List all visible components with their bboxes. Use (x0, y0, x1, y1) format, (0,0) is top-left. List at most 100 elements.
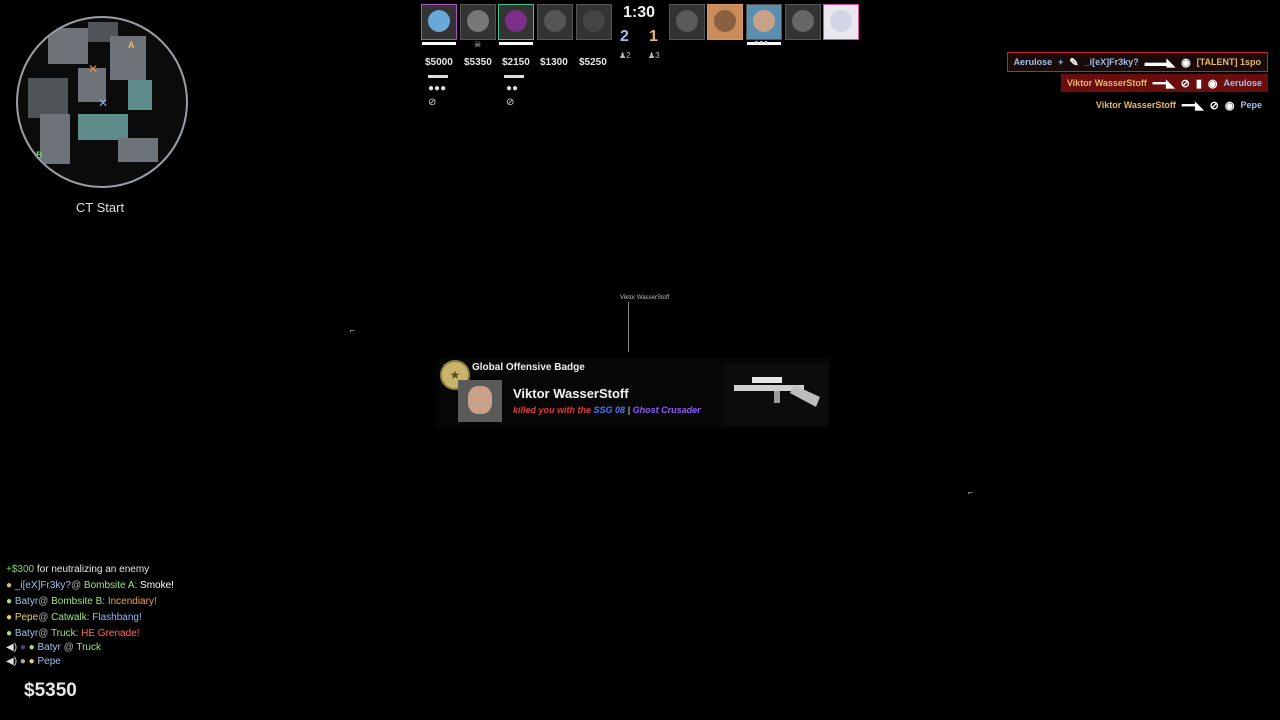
voice-player: Batyr (37, 642, 61, 653)
speaker-icon: ◀) (6, 656, 18, 667)
chat-line-3: ● Batyr@ Bombsite B: Incendiary! (6, 596, 157, 607)
player-money: $5350 (24, 680, 77, 701)
chat-message: Smoke! (140, 580, 174, 591)
killfeed-victim: Pepe (1240, 100, 1262, 110)
ct-3-defuser-icon: ⊘ (506, 97, 515, 108)
killfeed-killer: Viktor WasserStoff (1066, 78, 1147, 88)
ct-money-2: $5350 (464, 57, 492, 68)
t-player-card-3 (746, 4, 782, 45)
radio-dot-icon: ● (6, 580, 13, 591)
dropped-weapon-icon: ⌐ (350, 326, 355, 335)
t-player-card-1 (669, 4, 705, 40)
sniper-rifle-icon: ━━◣ (1181, 99, 1204, 112)
radar-player-marker: ✕ (88, 62, 99, 76)
voice-at: @ (63, 642, 74, 653)
chat-line-2: ● _i[eX]Fr3ky?@ Bombsite A: Smoke! (6, 580, 174, 591)
voice-line-1: ◀) ● ● Batyr @ Truck (6, 642, 101, 653)
killfeed-killer: Viktor WasserStoff (1095, 100, 1176, 110)
world-player-outline (628, 302, 629, 352)
ct-3-grenade-icon: ●● (506, 83, 519, 94)
rifle-icon: ▬▬◣ (1144, 56, 1176, 69)
chat-at: @ (38, 612, 49, 623)
killfeed-entry-2: Viktor WasserStoff ━━◣ ⊘ ▮ ◉ Aerulose (1060, 74, 1268, 92)
ct-money-5: $5250 (579, 57, 607, 68)
chat-player: Batyr (14, 628, 39, 639)
chat-location: Truck: (50, 628, 79, 639)
chat-message: Incendiary! (107, 596, 157, 607)
radio-dot-icon: ● (6, 628, 13, 639)
ct-money-4: $1300 (540, 57, 568, 68)
chat-location: Bombsite A: (83, 580, 138, 591)
chat-location: Bombsite B: (51, 596, 106, 607)
ct-money-3: $2150 (502, 57, 530, 68)
killfeed-entry-3: Viktor WasserStoff ━━◣ ⊘ ◉ Pepe (1090, 96, 1268, 114)
ct-money-1: $5000 (425, 57, 453, 68)
killed-with-line: killed you with the SSG 08 | Ghost Crusa… (513, 405, 701, 415)
radar-teammate-marker: ✕ (98, 96, 109, 110)
round-timer: 1:30 (622, 4, 656, 21)
noscope-icon: ⊘ (1180, 77, 1190, 90)
radio-dot-icon: ● (6, 596, 13, 607)
chat-message: Flashbang! (92, 612, 142, 623)
dropped-weapon-icon-2: ⌐ (968, 488, 973, 497)
chat-location: Catwalk: (51, 612, 90, 623)
chat-line-1: +$300 for neutralizing an enemy (6, 564, 149, 575)
killer-name: Viktor WasserStoff (513, 386, 629, 401)
ct-1-grenade-icon: ●●● (428, 83, 447, 94)
voice-player: Pepe (37, 656, 61, 667)
ct-player-card-2 (460, 4, 496, 40)
t-score: 1 (649, 28, 658, 45)
radar-bombsite-a: A (128, 40, 135, 50)
chat-player: Batyr (14, 596, 39, 607)
chat-line-5: ● Batyr@ Truck: HE Grenade! (6, 628, 140, 639)
weapon-separator: | (627, 405, 631, 415)
sniper-rifle-icon: ━━◣ (1152, 77, 1175, 90)
headshot-icon: ◉ (1207, 77, 1218, 90)
radio-dot-icon: ● (28, 642, 35, 653)
chat-text: for neutralizing an enemy (36, 564, 150, 575)
headshot-icon: ◉ (1181, 56, 1191, 69)
killfeed-victim: Aerulose (1223, 78, 1262, 88)
ct-player-card-3 (498, 4, 534, 45)
weapon-skin: Ghost Crusader (632, 405, 701, 415)
t-alive-count: ♟3 (648, 51, 660, 60)
radio-dot-icon: ● (28, 656, 35, 667)
radar-minimap: A B ✕ ✕ (16, 16, 188, 188)
t-player-card-2 (707, 4, 743, 40)
flash-assist-icon: ✎ (1069, 56, 1079, 69)
world-player-name: Viktor WasserStoff (620, 295, 670, 301)
radar-bombsite-b: B (36, 150, 43, 160)
killer-avatar (458, 380, 502, 422)
ct-player-card-1 (421, 4, 457, 45)
chat-message: HE Grenade! (81, 628, 140, 639)
ct-player-card-5 (576, 4, 612, 40)
t-3-grenade-icon: ●●● (754, 38, 769, 47)
ct-score: 2 (620, 28, 629, 45)
killed-prefix: killed you with the (513, 405, 592, 415)
wallbang-icon: ▮ (1195, 77, 1202, 90)
ct-1-rifle-icon: ▬▬ (428, 70, 448, 81)
sniper-rifle-icon (734, 377, 820, 407)
voice-location: Truck (76, 642, 101, 653)
ct-2-dead-skull-icon: ☠ (474, 40, 482, 49)
voice-avatar: ● (19, 656, 26, 667)
chat-at: @ (70, 580, 82, 591)
radio-dot-icon: ● (6, 612, 13, 623)
voice-avatar: ● (19, 642, 26, 653)
voice-line-2: ◀) ● ● Pepe (6, 656, 61, 667)
chat-player: _i[eX]Fr3ky? (14, 580, 71, 591)
killfeed-killer: Aerulose (1013, 57, 1053, 67)
headshot-icon: ◉ (1224, 99, 1235, 112)
weapon-name: SSG 08 (593, 405, 626, 415)
noscope-icon: ⊘ (1209, 99, 1219, 112)
t-player-card-5 (823, 4, 859, 40)
killfeed-assister: _i[eX]Fr3ky? (1084, 57, 1139, 67)
money-reward: +$300 (6, 564, 35, 575)
killfeed-plus: + (1058, 57, 1064, 67)
ct-1-defuser-icon: ⊘ (428, 97, 437, 108)
chat-line-4: ● Pepe@ Catwalk: Flashbang! (6, 612, 142, 623)
speaker-icon: ◀) (6, 642, 18, 653)
badge-title: Global Offensive Badge (472, 362, 585, 373)
chat-player: Pepe (14, 612, 39, 623)
killfeed-entry-1: Aerulose + ✎ _i[eX]Fr3ky? ▬▬◣ ◉ [TALENT]… (1006, 52, 1268, 72)
